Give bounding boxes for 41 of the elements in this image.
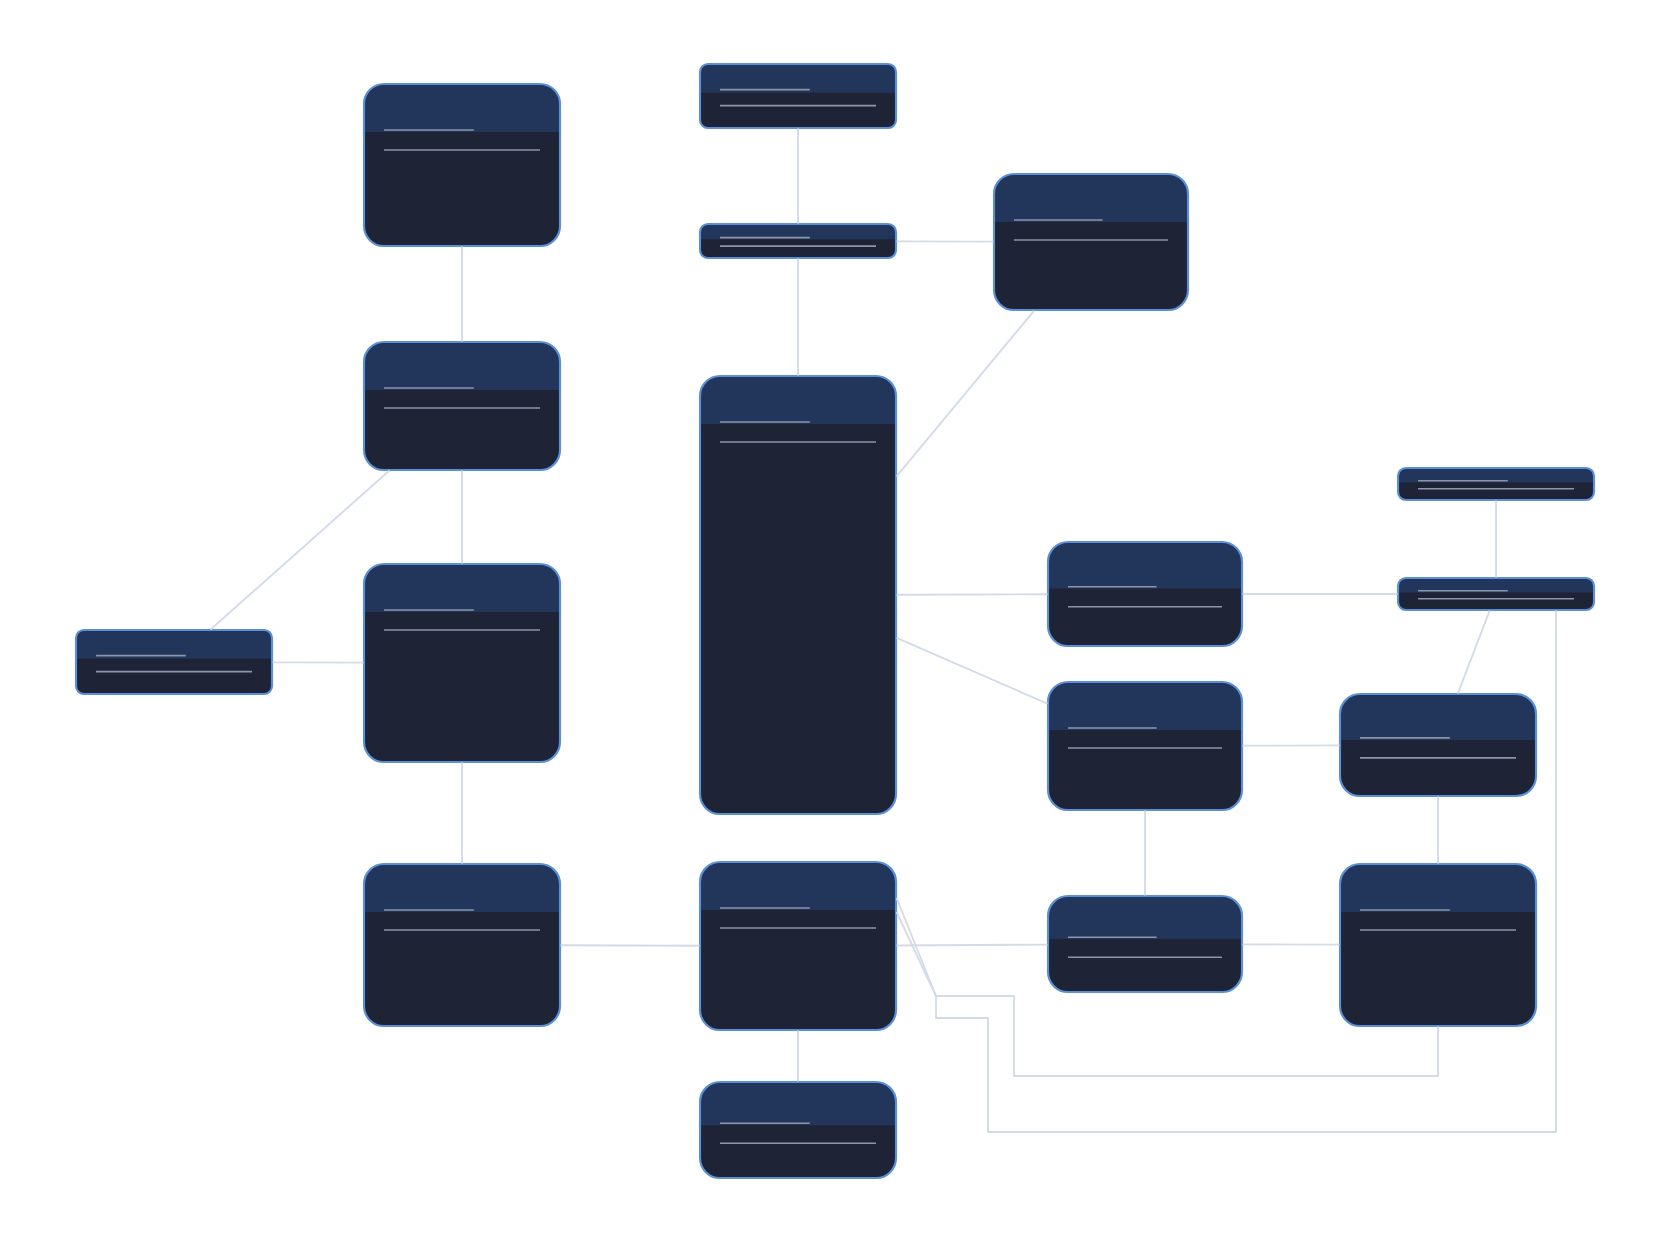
connector-line — [1437, 795, 1439, 865]
box — [698, 374, 898, 816]
connector-line — [895, 240, 995, 243]
connector-line — [895, 897, 1439, 1077]
box — [1396, 466, 1596, 502]
box — [1046, 894, 1244, 994]
box — [1338, 692, 1538, 798]
box — [1396, 576, 1596, 612]
connector-line — [895, 593, 1049, 596]
connector-line — [895, 309, 1036, 478]
connector-line — [461, 761, 463, 865]
box — [698, 1080, 898, 1180]
box — [362, 562, 562, 764]
box — [362, 340, 562, 472]
box — [698, 860, 898, 1032]
connector-line — [461, 245, 463, 343]
connector-line — [209, 469, 391, 631]
box — [992, 172, 1190, 312]
connector-line — [797, 1029, 799, 1083]
connector-line — [1456, 609, 1491, 695]
connector-line — [1241, 593, 1399, 595]
box — [698, 222, 898, 260]
connector-line — [895, 636, 1049, 705]
connector-line — [797, 257, 799, 377]
connector-line — [559, 944, 701, 947]
box — [1046, 680, 1244, 812]
box — [362, 862, 562, 1028]
connector-line — [461, 469, 463, 565]
box — [1338, 862, 1538, 1028]
box — [362, 82, 562, 248]
box — [1046, 540, 1244, 648]
connector-line — [1495, 499, 1497, 579]
connector-line — [895, 943, 1049, 947]
connector-line — [895, 609, 1557, 1133]
connector-line — [1241, 744, 1341, 747]
connector-line — [797, 127, 799, 225]
box — [698, 62, 898, 130]
box — [74, 628, 274, 696]
connector-line — [1144, 809, 1146, 897]
connector-line — [1241, 943, 1341, 946]
connector-line — [271, 661, 365, 664]
